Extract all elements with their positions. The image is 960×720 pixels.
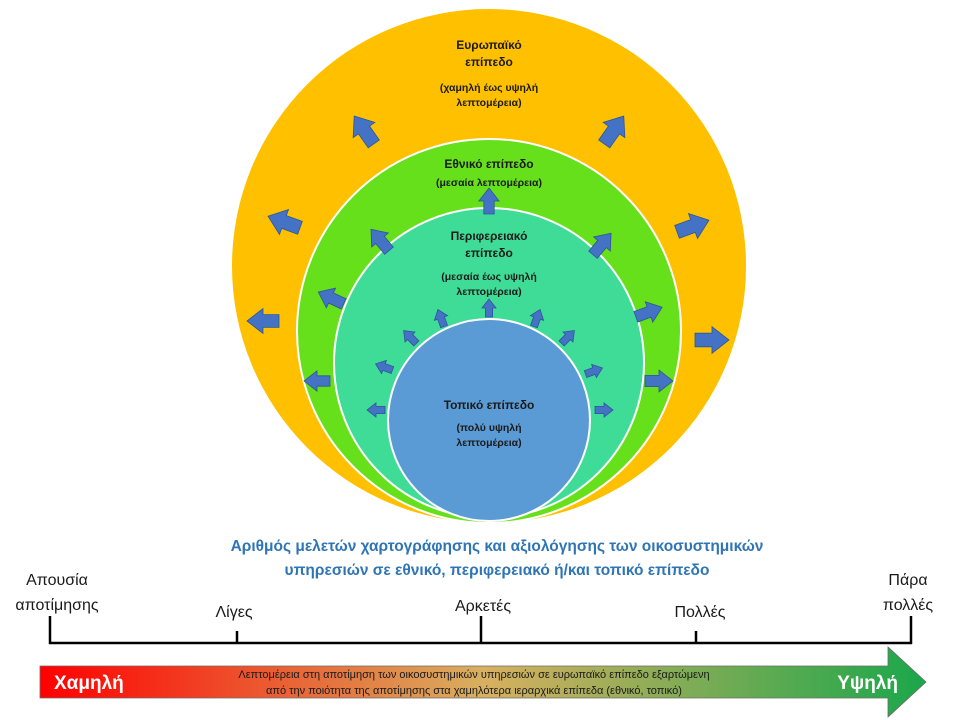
scale-none-line2: αποτίμησης — [15, 597, 99, 614]
outward-arrow-icon — [588, 232, 612, 259]
outward-arrow-icon — [583, 363, 604, 379]
scale-many: Πολλές — [675, 604, 726, 621]
bar-high-label: Υψηλή — [837, 673, 898, 694]
scale-none-line1: Απουσία — [26, 572, 88, 589]
outward-arrow-icon — [598, 115, 626, 149]
outward-arrow-icon — [558, 330, 575, 347]
european-detail-line2: λεπτομέρεια) — [456, 97, 521, 109]
bar-text-line2: από την ποιότητα της αποτίμησης στα χαμη… — [266, 685, 682, 697]
outward-arrow-icon — [674, 212, 710, 240]
outward-arrow-icon — [478, 187, 500, 215]
european-title-line2: επίπεδο — [465, 55, 513, 69]
national-detail: (μεσαία λεπτομέρεια) — [436, 177, 542, 189]
outward-arrow-icon — [370, 228, 394, 255]
national-title: Εθνικό επίπεδο — [444, 157, 533, 171]
scale-very-many-line1: Πάρα — [888, 572, 927, 589]
scale-several: Αρκετές — [455, 598, 511, 615]
local-detail-line2: λεπτομέρεια) — [456, 437, 521, 449]
european-detail-line1: (χαμηλή έως υψηλή — [440, 82, 538, 94]
caption-line1: Αριθμός μελετών χαρτογράφησης και αξιολό… — [231, 538, 764, 555]
outward-arrow-icon — [694, 325, 730, 355]
outward-arrow-icon — [352, 115, 380, 149]
outward-arrow-icon — [246, 307, 280, 335]
outward-arrow-icon — [403, 330, 420, 347]
regional-title-line1: Περιφερειακό — [451, 229, 528, 243]
regional-title-line2: επίπεδο — [465, 246, 513, 260]
scale-very-many-line2: πολλές — [883, 597, 934, 614]
scale-few: Λίγες — [215, 604, 252, 621]
caption-line2: υπηρεσιών σε εθνικό, περιφερειακό ή/και … — [285, 562, 710, 579]
bar-low-label: Χαμηλή — [54, 673, 124, 694]
european-title-line1: Ευρωπαϊκό — [456, 38, 521, 52]
outward-arrow-icon — [644, 369, 674, 393]
outward-arrow-icon — [366, 402, 386, 418]
outward-arrow-icon — [481, 298, 497, 318]
outward-arrow-icon — [529, 308, 545, 329]
bar-text-line1: Λεπτομέρεια στη αποτίμηση των οικοσυστημ… — [238, 669, 709, 681]
outward-arrow-icon — [374, 359, 395, 375]
regional-detail-line2: λεπτομέρεια) — [456, 286, 521, 298]
local-detail-line1: (πολύ υψηλή — [456, 422, 521, 434]
expansion-arrows — [246, 115, 730, 418]
outward-arrow-icon — [267, 208, 303, 236]
outward-arrow-icon — [303, 370, 331, 392]
outward-arrow-icon — [633, 301, 663, 324]
local-level-circle — [387, 318, 591, 522]
outward-arrow-icon — [317, 287, 347, 310]
regional-detail-line1: (μεσαία έως υψηλή — [441, 271, 537, 283]
outward-arrow-icon — [594, 402, 614, 418]
local-title: Τοπικό επίπεδο — [444, 398, 535, 412]
scale-axis — [48, 616, 913, 645]
outward-arrow-icon — [433, 308, 449, 329]
detail-gradient-arrow — [39, 646, 927, 718]
